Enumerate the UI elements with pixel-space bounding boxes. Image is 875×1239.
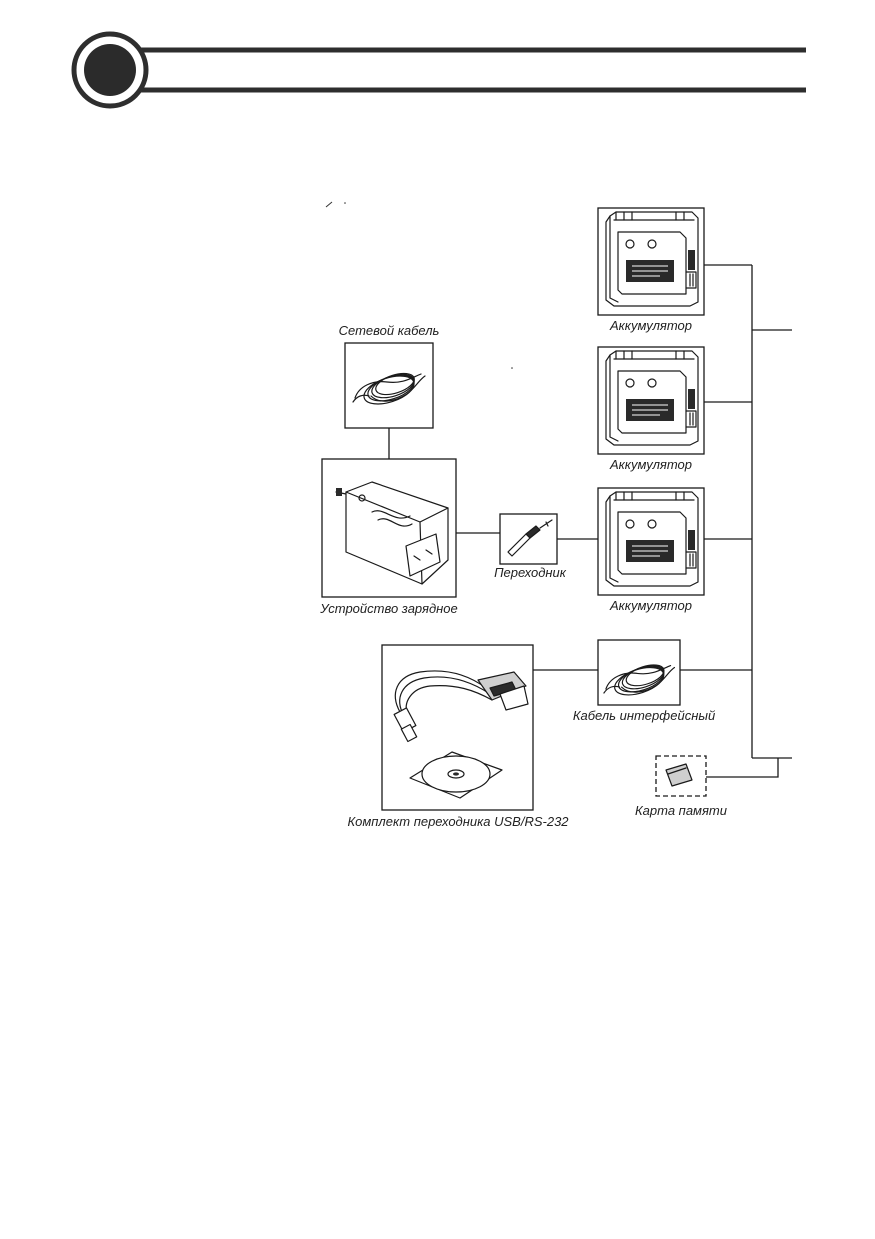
charger-label: Устройство зарядное [319, 601, 458, 616]
battery-1: Аккумулятор [597, 207, 705, 333]
charger: Устройство зарядное [319, 458, 458, 616]
usb-kit-label: Комплект переходника USB/RS-232 [347, 814, 569, 829]
plug-adapter-icon [507, 519, 553, 557]
battery-icon [605, 350, 699, 446]
usb-serial-adapter-icon [393, 670, 529, 743]
adapter-label: Переходник [494, 565, 567, 580]
adapter: Переходник [494, 513, 567, 580]
battery-icon [605, 211, 699, 307]
memory-card-icon [665, 763, 693, 787]
usb-kit: Комплект переходника USB/RS-232 [347, 644, 569, 829]
connectors [388, 264, 792, 778]
charger-icon [335, 481, 449, 585]
memory-card-label: Карта памяти [635, 803, 727, 818]
interface-cable: Кабель интерфейсный [573, 639, 715, 723]
power-cable: Сетевой кабель [339, 323, 440, 429]
memory-card: Карта памяти [635, 755, 727, 818]
header-badge [84, 44, 136, 96]
battery-2: Аккумулятор [597, 346, 705, 472]
battery-3: Аккумулятор [597, 487, 705, 613]
battery-1-label: Аккумулятор [609, 318, 692, 333]
header-decoration [71, 31, 806, 109]
battery-icon [605, 491, 699, 587]
power-cable-label: Сетевой кабель [339, 323, 440, 338]
battery-2-label: Аккумулятор [609, 457, 692, 472]
battery-3-label: Аккумулятор [609, 598, 692, 613]
cd-disc-icon [409, 751, 503, 799]
interface-cable-label: Кабель интерфейсный [573, 708, 715, 723]
